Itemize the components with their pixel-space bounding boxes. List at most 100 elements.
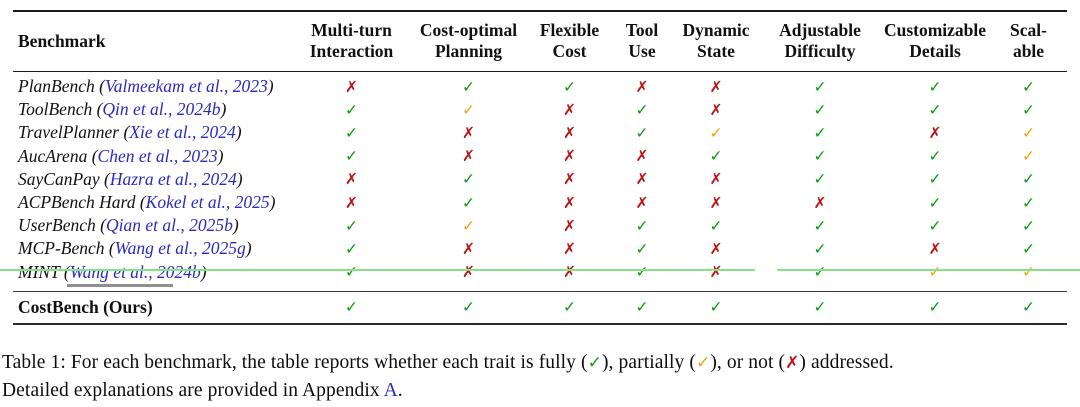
benchmark-name: TravelPlanner (Xie et al., 2024) [13, 122, 293, 143]
full-check-icon: ✓ [1022, 193, 1035, 212]
cross-icon: ✗ [635, 77, 649, 96]
cross-icon: ✗ [709, 77, 723, 96]
cross-icon: ✗ [563, 239, 576, 258]
benchmark-title: SayCanPay ( [18, 168, 110, 189]
benchmark-name: MCP-Bench (Wang et al., 2025g) [13, 238, 293, 259]
citation-link[interactable]: Qian et al., 2025b [105, 215, 233, 236]
partial-check-icon: ✓ [462, 216, 475, 235]
cross-icon: ✗ [345, 170, 358, 189]
citation-link[interactable]: Wang et al., 2024b [69, 261, 201, 282]
appendix-a-link[interactable]: A [383, 380, 398, 401]
full-check-icon: ✓ [1022, 170, 1035, 189]
citation-link[interactable]: Chen et al., 2023 [97, 145, 218, 166]
column-header-scalable: Scal-able [990, 20, 1067, 62]
caption-text: Table 1: For each benchmark, the table r… [2, 352, 588, 373]
header-line: Multi-turn [311, 20, 392, 40]
cross-icon: ✗ [813, 193, 827, 212]
table-row: ToolBench (Qin et al., 2024b)✓✓✗✓✗✓✓✓ [13, 98, 1067, 121]
closing-paren: ) [232, 215, 239, 236]
benchmark-title: UserBench ( [18, 215, 106, 236]
full-check-icon: ✓ [462, 298, 475, 317]
full-check-icon: ✓ [1022, 298, 1035, 317]
table-row: SayCanPay (Hazra et al., 2024)✗✓✗✗✗✓✓✓ [13, 168, 1067, 191]
citation-link[interactable]: Hazra et al., 2024 [109, 168, 237, 189]
header-line: Customizable [883, 20, 987, 40]
citation-link[interactable]: Qin et al., 2024b [102, 99, 221, 120]
citation-link[interactable]: Xie et al., 2024 [129, 122, 236, 143]
closing-paren: ) [269, 192, 276, 213]
benchmark-title: MCP-Bench ( [18, 238, 115, 259]
full-check-icon: ✓ [813, 170, 827, 189]
cross-icon: ✗ [928, 239, 942, 258]
full-check-icon: ✓ [462, 77, 475, 96]
caption-text: ) addressed. [799, 352, 894, 373]
cross-icon: ✗ [462, 263, 475, 282]
full-check-icon: ✓ [563, 298, 576, 317]
cross-icon: ✗ [563, 147, 576, 166]
citation-link[interactable]: Kokel et al., 2025 [145, 192, 270, 213]
full-check-icon: ✓ [813, 263, 827, 282]
gray-smudge-artifact [67, 284, 173, 287]
benchmark-name: CostBench (Ours) [18, 296, 153, 317]
header-line: Cost [552, 41, 587, 61]
benchmark-title: MINT ( [18, 261, 70, 282]
partial-check-icon: ✓ [1022, 147, 1035, 166]
table-top-rule [13, 10, 1067, 12]
caption-text: . [397, 380, 403, 401]
citation-link[interactable]: Wang et al., 2025g [114, 238, 246, 259]
cross-icon: ✗ [709, 100, 723, 119]
full-check-icon: ✓ [709, 147, 723, 166]
benchmark-name: PlanBench (Valmeekam et al., 2023) [13, 76, 293, 97]
header-line: Planning [434, 41, 503, 61]
full-check-icon: ✓ [345, 123, 358, 142]
table-row: UserBench (Qian et al., 2025b)✓✓✗✓✓✓✓✓ [13, 214, 1067, 237]
full-check-icon: ✓ [813, 298, 827, 317]
cross-icon: ✗ [563, 263, 576, 282]
caption-text: Detailed explanations are provided in Ap… [2, 380, 384, 401]
partial-check-icon: ✓ [1022, 263, 1035, 282]
header-line: Cost-optimal [419, 20, 518, 40]
partial-check-icon: ✓ [709, 123, 723, 142]
cross-icon: ✗ [563, 100, 576, 119]
closing-paren: ) [245, 238, 252, 259]
header-line: State [697, 41, 735, 61]
full-check-icon: ✓ [928, 216, 942, 235]
cross-icon: ✗ [709, 193, 723, 212]
cross-icon: ✗ [563, 216, 576, 235]
full-check-icon: ✓ [813, 100, 827, 119]
table-row: MCP-Bench (Wang et al., 2025g)✓✗✗✓✗✓✗✓ [13, 237, 1067, 260]
citation-link[interactable]: Valmeekam et al., 2023 [104, 76, 268, 97]
green-annotation-line-left [0, 269, 755, 271]
full-check-icon: ✓ [928, 77, 942, 96]
full-check-icon: ✓ [813, 216, 827, 235]
header-line: able [1012, 41, 1045, 61]
cross-icon: ✗ [709, 263, 723, 282]
partial-check-icon: ✓ [695, 353, 711, 373]
closing-paren: ) [236, 168, 243, 189]
benchmark-title: PlanBench ( [18, 76, 105, 97]
full-check-icon: ✓ [345, 216, 358, 235]
full-check-icon: ✓ [635, 263, 649, 282]
full-check-icon: ✓ [635, 100, 649, 119]
full-check-icon: ✓ [345, 100, 358, 119]
full-check-icon: ✓ [928, 100, 942, 119]
partial-check-icon: ✓ [1022, 123, 1035, 142]
header-line: Use [628, 41, 656, 61]
full-check-icon: ✓ [345, 147, 358, 166]
cross-icon: ✗ [563, 193, 576, 212]
cross-icon: ✗ [345, 77, 358, 96]
full-check-icon: ✓ [813, 147, 827, 166]
not-cross-icon: ✗ [785, 353, 800, 373]
benchmark-name: SayCanPay (Hazra et al., 2024) [13, 169, 293, 190]
caption-text: ), partially ( [601, 352, 696, 373]
benchmark-name: AucArena (Chen et al., 2023) [13, 146, 293, 167]
full-check-icon: ✓ [1022, 239, 1035, 258]
